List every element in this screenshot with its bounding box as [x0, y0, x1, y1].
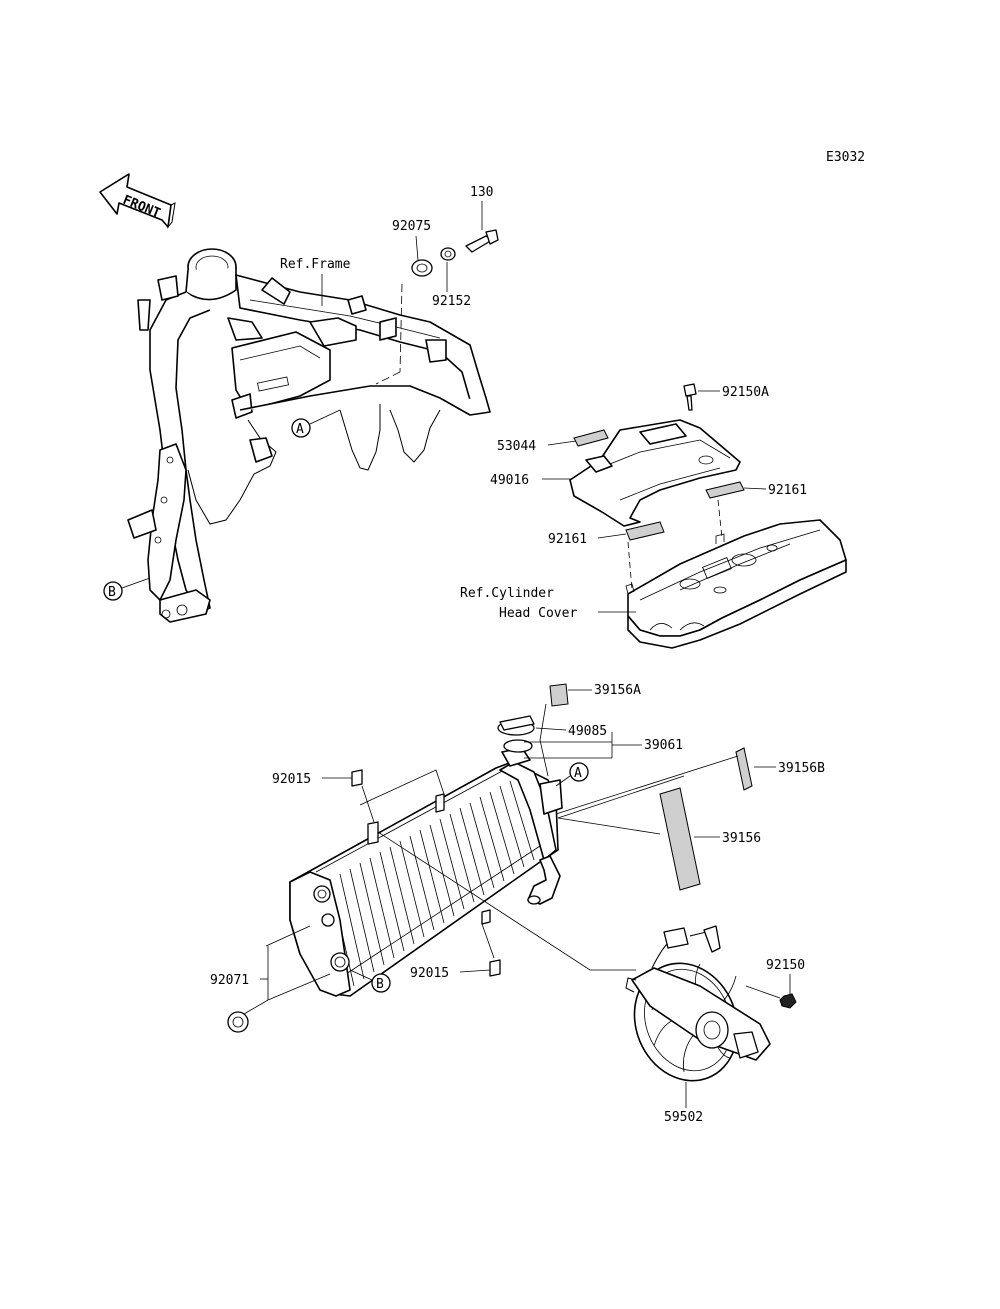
frame-illustration — [127, 229, 499, 623]
label-ref-frame: Ref.Frame — [280, 257, 351, 272]
label-92161-left: 92161 — [548, 532, 587, 547]
marker-a-radiator-label: A — [574, 766, 582, 781]
marker-b-radiator: B — [349, 969, 391, 993]
label-92015-bottom: 92015 — [410, 966, 449, 981]
label-92150: 92150 — [766, 958, 805, 973]
label-92071: 92071 — [210, 973, 249, 988]
shroud-plate-illustration — [569, 383, 745, 591]
label-39156: 39156 — [722, 831, 761, 846]
diagram-code: E3032 — [826, 150, 865, 165]
label-49085: 49085 — [568, 724, 607, 739]
label-92015-top: 92015 — [272, 772, 311, 787]
radiator-fins — [329, 780, 535, 987]
label-92152: 92152 — [432, 294, 471, 309]
radiator-illustration — [227, 683, 753, 1033]
marker-a-frame: A — [291, 409, 341, 438]
label-ref-cylinder-line2: Head Cover — [499, 606, 577, 621]
label-39156A: 39156A — [594, 683, 641, 698]
marker-b-frame: B — [103, 577, 151, 601]
marker-a-radiator: A — [555, 762, 589, 787]
label-92075: 92075 — [392, 219, 431, 234]
label-130: 130 — [470, 185, 493, 200]
label-39156B: 39156B — [778, 761, 825, 776]
front-arrow-icon: FRONT — [99, 173, 176, 229]
cylinder-head-cover-illustration — [625, 519, 847, 649]
label-92150A: 92150A — [722, 385, 769, 400]
fan-illustration — [625, 925, 797, 1082]
marker-b-frame-label: B — [108, 585, 116, 600]
marker-a-frame-label: A — [296, 422, 304, 437]
marker-b-radiator-label: B — [376, 977, 384, 992]
label-49016: 49016 — [490, 473, 529, 488]
label-ref-cylinder-line1: Ref.Cylinder — [460, 586, 554, 601]
label-59502: 59502 — [664, 1110, 703, 1125]
label-92161-right: 92161 — [768, 483, 807, 498]
label-53044: 53044 — [497, 439, 536, 454]
label-39061: 39061 — [644, 738, 683, 753]
